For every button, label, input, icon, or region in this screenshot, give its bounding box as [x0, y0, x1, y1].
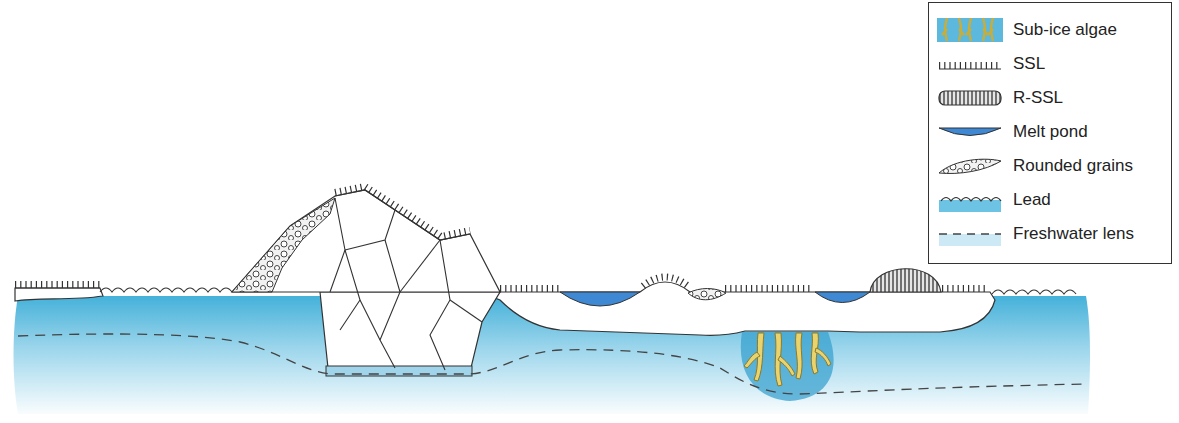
keel-pocket [741, 332, 834, 401]
rounded-grains [688, 289, 726, 300]
legend-entry: SSL [935, 47, 1167, 81]
legend-entry: R-SSL [935, 81, 1167, 115]
legend-box: Sub-ice algaeSSL R-SSL Melt pondRounded gr… [928, 2, 1172, 264]
freshwater-lens [18, 334, 1085, 394]
lead-waves [100, 288, 232, 292]
legend-entry: Melt pond [935, 115, 1167, 149]
legend-label: Lead [1013, 190, 1051, 210]
legend-entry: Sub-ice algae [935, 13, 1167, 47]
legend-sample [935, 153, 1005, 179]
ridge-sail [232, 190, 500, 292]
legend-entry: Rounded grains [935, 149, 1167, 183]
rounded-grains [232, 198, 335, 292]
legend-label: SSL [1013, 54, 1045, 74]
legend-sample [935, 51, 1005, 77]
legend-label: Freshwater lens [1013, 224, 1134, 244]
legend-entry: Freshwater lens [935, 217, 1167, 251]
lead-waves [992, 290, 1076, 294]
legend-label: Rounded grains [1013, 156, 1133, 176]
r-ssl [870, 269, 941, 292]
legend-label: Melt pond [1013, 122, 1088, 142]
legend-entry: Lead [935, 183, 1167, 217]
legend-label: R-SSL [1013, 88, 1063, 108]
melt-pond [815, 292, 870, 303]
ice-slab [326, 366, 472, 376]
sub-ice-algae [744, 333, 831, 386]
legend-sample [935, 119, 1005, 145]
ice-block-edges [330, 198, 482, 370]
melt-pond [560, 292, 640, 306]
ssl [15, 187, 985, 289]
legend-sample [935, 85, 1005, 111]
legend-sample [935, 221, 1005, 247]
ice-floe [15, 288, 103, 301]
ridge-keel [320, 292, 500, 372]
legend-label: Sub-ice algae [1013, 20, 1117, 40]
legend-sample [935, 187, 1005, 213]
legend-sample [935, 17, 1005, 43]
